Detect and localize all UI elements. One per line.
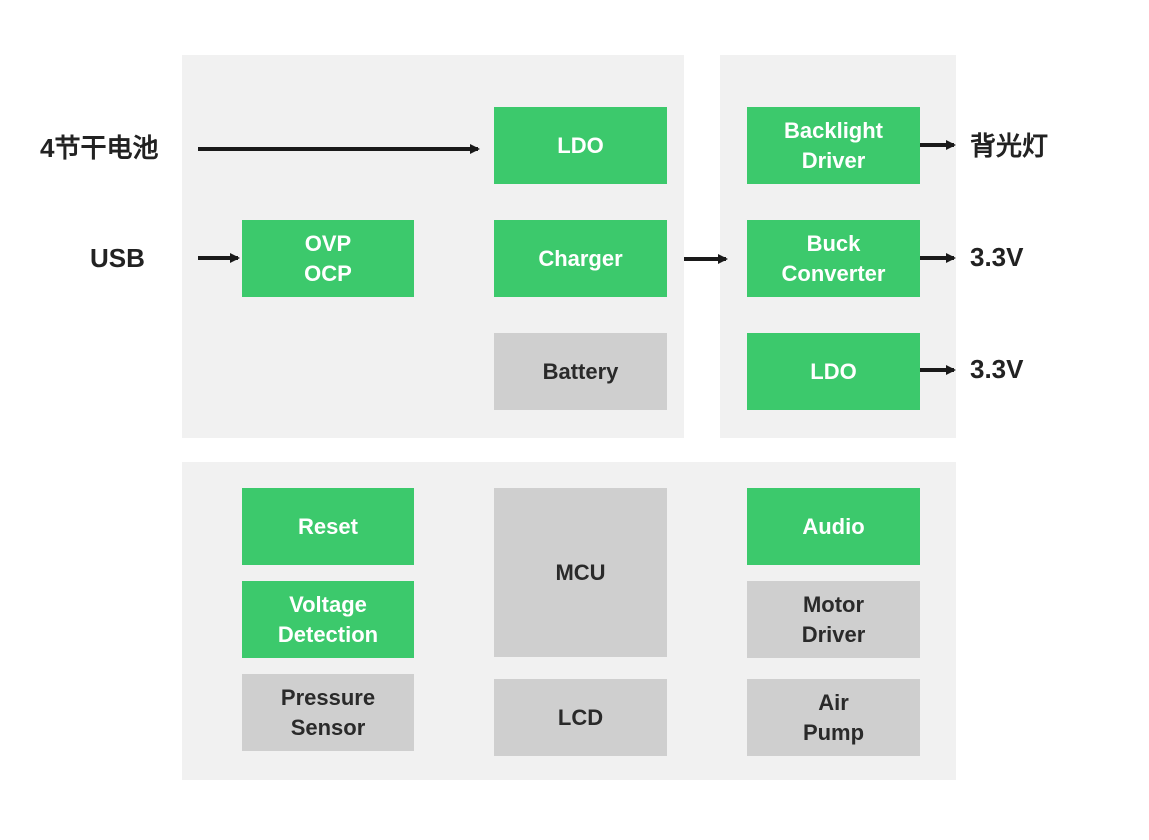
buck-output-label: 3.3V [970, 242, 1024, 272]
voltage-detection-block: Voltage Detection [242, 581, 414, 658]
battery-input-label: 4节干电池 [40, 133, 159, 163]
ldo-input-block: LDO [494, 107, 667, 184]
motor-driver-block: Motor Driver [747, 581, 920, 658]
reset-block: Reset [242, 488, 414, 565]
buck-converter-block: Buck Converter [747, 220, 920, 297]
charger-block: Charger [494, 220, 667, 297]
air-pump-block: Air Pump [747, 679, 920, 756]
ovp-ocp-block: OVP OCP [242, 220, 414, 297]
pressure-sensor-block: Pressure Sensor [242, 674, 414, 751]
usb-input-label: USB [90, 243, 145, 273]
ldo-block: LDO [747, 333, 920, 410]
mcu-block: MCU [494, 488, 667, 657]
backlight-output-label: 背光灯 [970, 131, 1049, 161]
battery-block: Battery [494, 333, 667, 410]
backlight-driver-block: Backlight Driver [747, 107, 920, 184]
lcd-block: LCD [494, 679, 667, 756]
audio-block: Audio [747, 488, 920, 565]
ldo-output-label: 3.3V [970, 354, 1024, 384]
